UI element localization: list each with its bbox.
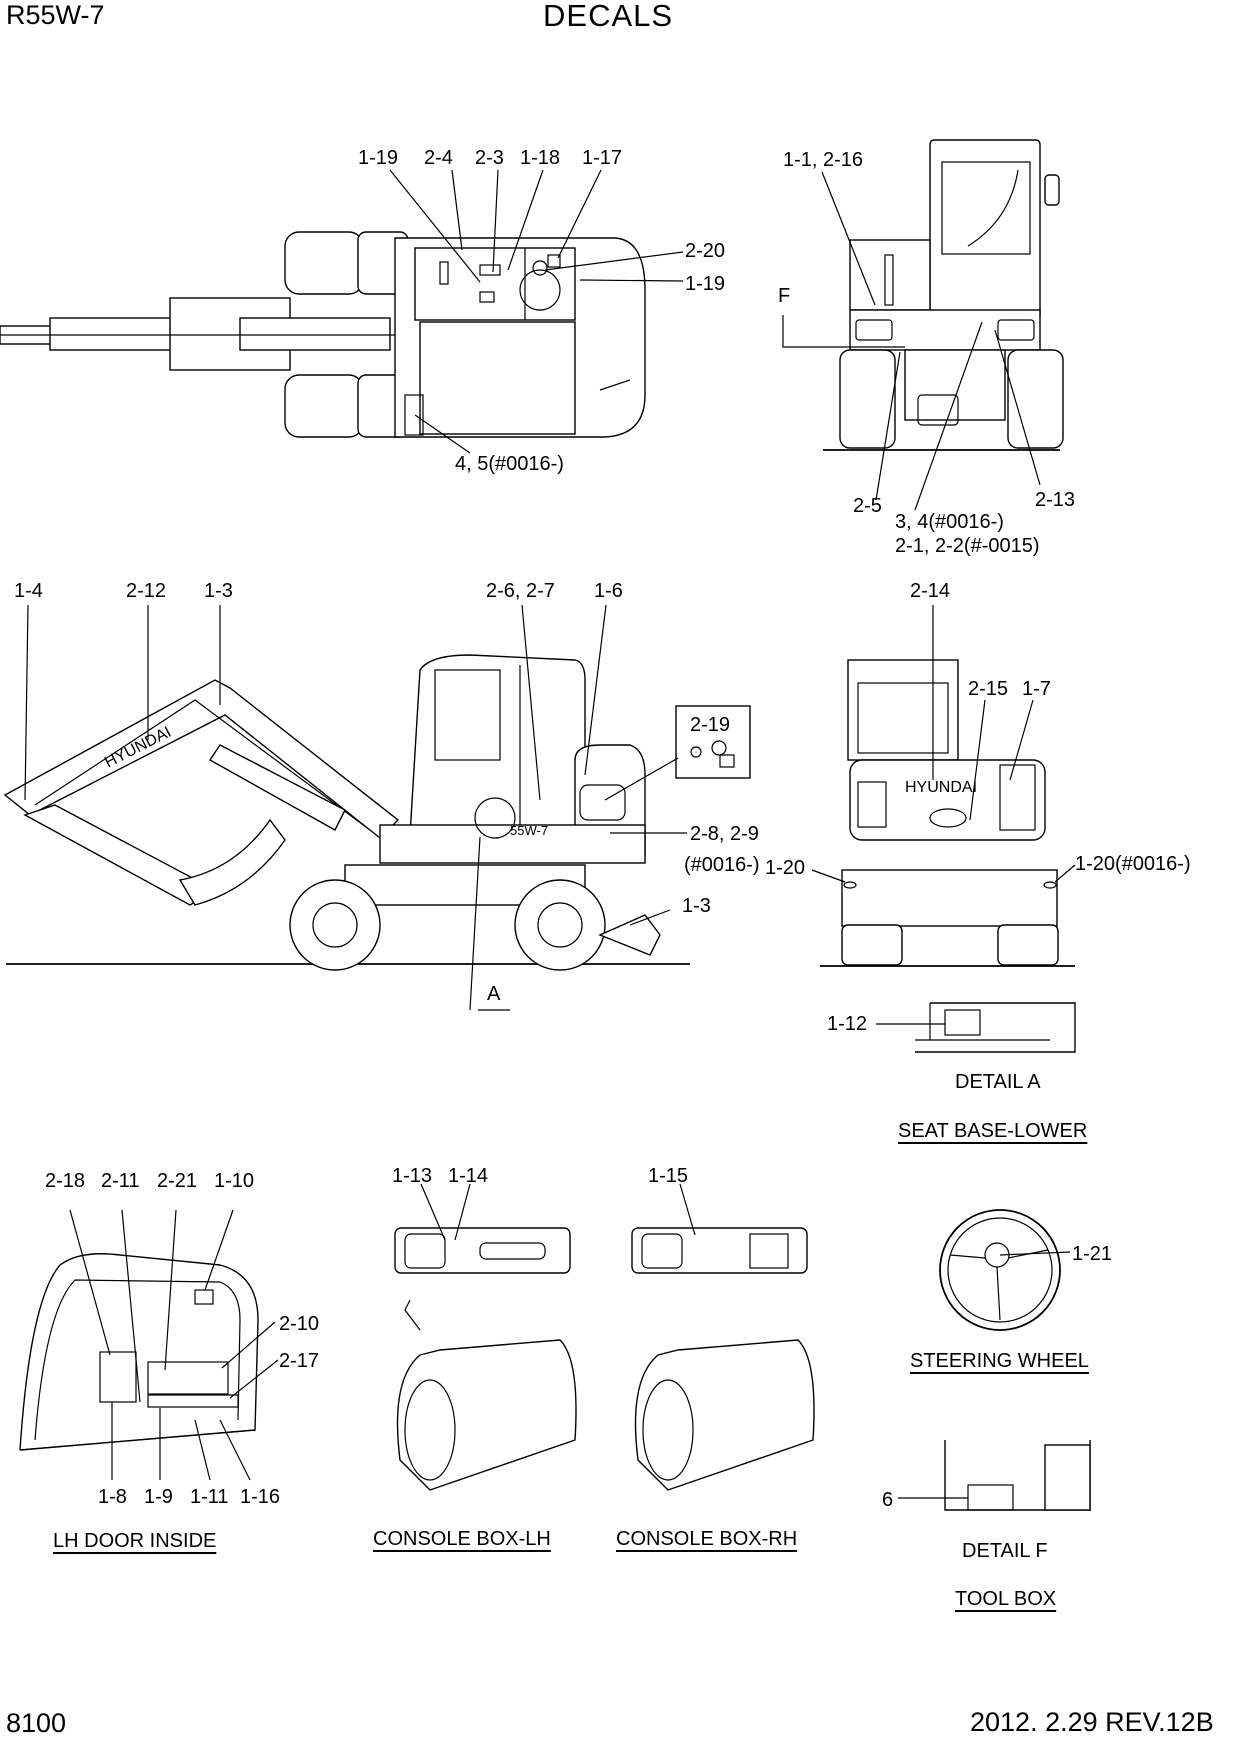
callout-side-1-4: 1-4	[14, 580, 43, 602]
callout-top-2-4: 2-4	[424, 147, 453, 169]
top-view	[0, 169, 684, 454]
callout-top-1-19b: 1-19	[685, 273, 725, 295]
callout-front-2-13: 2-13	[1035, 489, 1075, 511]
callout-top-1-19a: 1-19	[358, 147, 398, 169]
callout-top-2-3: 2-3	[475, 147, 504, 169]
callout-rear-2-15: 2-15	[968, 678, 1008, 700]
callout-side-2-12: 2-12	[126, 580, 166, 602]
callout-toolbox-6: 6	[882, 1489, 893, 1511]
caption-console-box-rh: CONSOLE BOX-RH	[616, 1528, 798, 1550]
caption-seat-base-lower: SEAT BASE-LOWER	[898, 1120, 1088, 1142]
callout-side-1-3b: 1-3	[682, 895, 711, 917]
front-view	[782, 139, 1064, 511]
callout-side-1-6: 1-6	[594, 580, 623, 602]
callout-door-1-8: 1-8	[98, 1486, 127, 1508]
caption-lh-door-inside: LH DOOR INSIDE	[53, 1530, 217, 1552]
steering-wheel-drawing	[939, 1209, 1071, 1331]
callout-door-1-11: 1-11	[190, 1486, 229, 1508]
callout-console-1-13: 1-13	[392, 1165, 432, 1187]
console-drawings	[394, 1183, 815, 1491]
callout-door-2-10: 2-10	[279, 1313, 319, 1335]
caption-detail-a: DETAIL A	[955, 1071, 1041, 1093]
callout-side-2-6: 2-6, 2-7	[486, 580, 555, 602]
callout-side-2-19: 2-19	[690, 714, 730, 736]
callout-seat-1-12: 1-12	[827, 1013, 867, 1035]
callout-wheel-1-21: 1-21	[1072, 1243, 1112, 1265]
callout-front-3-4: 3, 4(#0016-)	[895, 511, 1004, 533]
page-number: 8100	[6, 1708, 67, 1738]
callout-side-1-20: 1-20	[765, 857, 805, 879]
caption-steering-wheel: STEERING WHEEL	[910, 1350, 1089, 1372]
caption-tool-box: TOOL BOX	[955, 1588, 1057, 1610]
callout-top-4-5: 4, 5(#0016-)	[455, 453, 564, 475]
callout-side-0016: (#0016-)	[684, 854, 760, 876]
lh-door-drawing	[19, 1209, 279, 1481]
callout-door-1-10: 1-10	[214, 1170, 254, 1192]
model-badge: 55W-7	[510, 823, 548, 838]
callout-side-a: A	[487, 983, 501, 1005]
callout-door-2-18: 2-18	[45, 1170, 85, 1192]
callout-side-1-3a: 1-3	[204, 580, 233, 602]
callout-front-2-5: 2-5	[853, 495, 882, 517]
callout-rear-1-7: 1-7	[1022, 678, 1051, 700]
callout-labels: 1-19 2-4 2-3 1-18 1-17 2-20 1-19 4, 5(#0…	[14, 147, 1191, 1511]
callout-door-1-9: 1-9	[144, 1486, 173, 1508]
callout-door-2-21: 2-21	[157, 1170, 197, 1192]
callout-door-2-17: 2-17	[279, 1350, 319, 1372]
callout-console-1-14: 1-14	[448, 1165, 488, 1187]
rear-view: HYUNDAI	[811, 605, 1076, 967]
callout-rear-1-20: 1-20(#0016-)	[1075, 853, 1191, 875]
callout-front-f: F	[778, 285, 790, 307]
callout-front-1-1: 1-1, 2-16	[783, 149, 863, 171]
caption-detail-f: DETAIL F	[962, 1540, 1048, 1562]
callout-rear-2-14: 2-14	[910, 580, 950, 602]
callout-console-1-15: 1-15	[648, 1165, 688, 1187]
callout-top-2-20: 2-20	[685, 240, 725, 262]
revision-date: 2012. 2.29 REV.12B	[970, 1707, 1214, 1737]
brand-decal-rear: HYUNDAI	[905, 779, 977, 796]
detail-f	[898, 1440, 1091, 1511]
detail-a	[876, 1002, 1076, 1053]
model-label: R55W-7	[6, 0, 105, 30]
callout-door-2-11: 2-11	[101, 1170, 140, 1192]
callout-door-1-16: 1-16	[240, 1486, 280, 1508]
callout-front-2-1: 2-1, 2-2(#-0015)	[895, 535, 1040, 557]
callout-top-1-17: 1-17	[582, 147, 622, 169]
callout-top-1-18: 1-18	[520, 147, 560, 169]
page-title: DECALS	[543, 0, 674, 33]
callout-side-2-8: 2-8, 2-9	[690, 823, 759, 845]
side-view: 55W-7 HYUNDAI	[3, 604, 751, 1011]
caption-console-box-lh: CONSOLE BOX-LH	[373, 1528, 551, 1550]
